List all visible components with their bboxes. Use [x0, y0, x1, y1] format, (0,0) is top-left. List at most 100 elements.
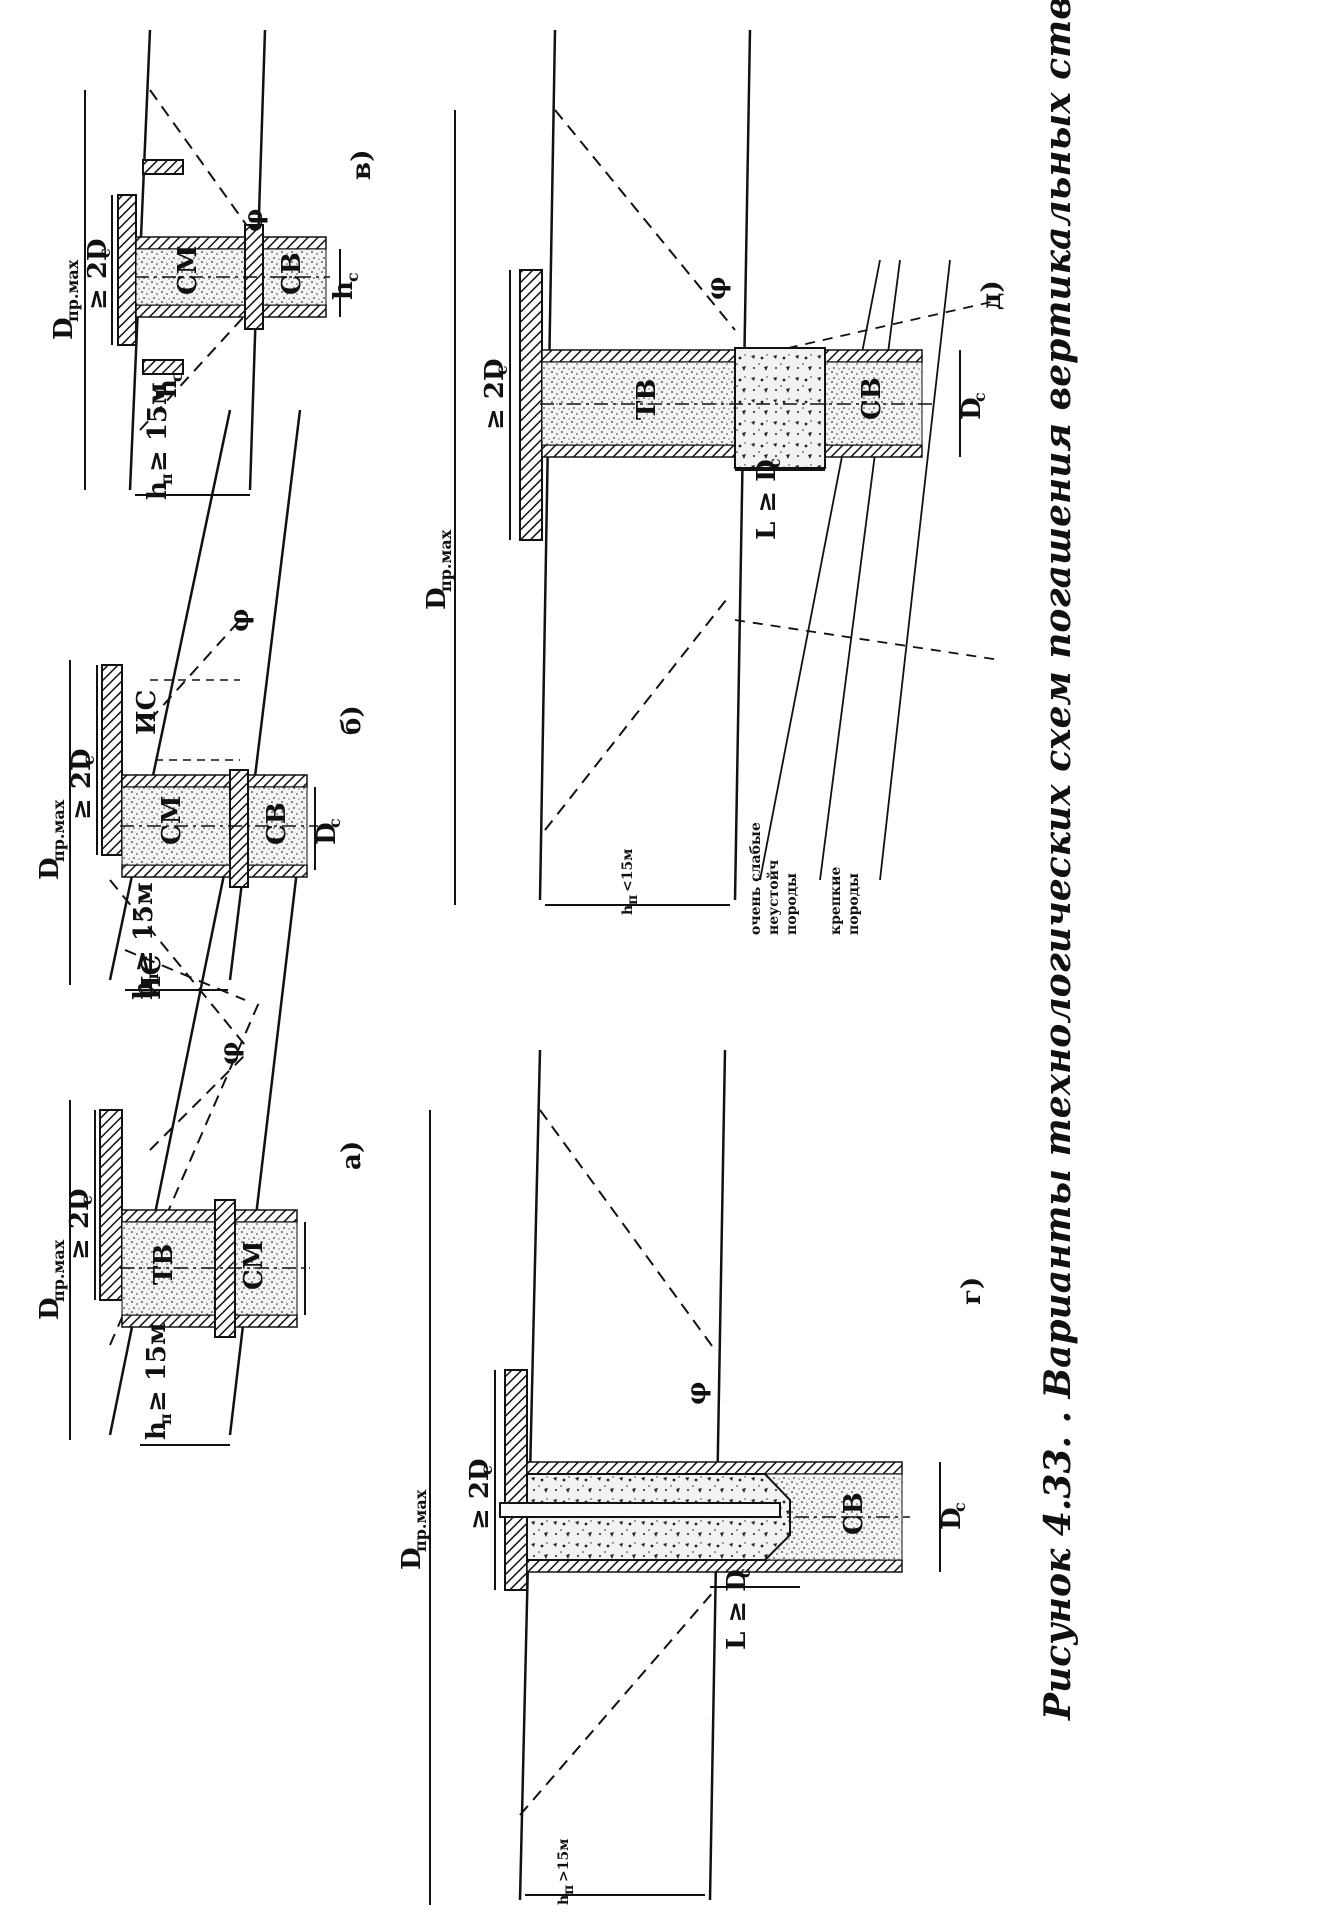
panel-d-depth-value: >15м: [556, 1839, 572, 1882]
panel-c-shaft-wall-top: [135, 236, 327, 250]
panel-a-depth-sub: п: [156, 1413, 175, 1425]
panel-d-plug-sub: с: [735, 1568, 754, 1578]
panel-e-rock-strong-1: крепкие: [828, 866, 844, 935]
panel-c-angle: φ: [239, 208, 269, 232]
panel-c-diam-label: D: [49, 317, 79, 340]
panel-b-shaft-wall-bottom: [121, 864, 308, 878]
panel-c-depth-sub: п: [157, 473, 176, 485]
panel-e-slab: [519, 269, 543, 541]
panel-c-letter: в): [347, 150, 377, 180]
panel-c-wall-sub: с: [167, 372, 186, 382]
panel-b-slab-label: ≥ 2D: [67, 749, 97, 820]
panel-e-rock-line-1: [734, 619, 1001, 661]
panel-a-depth-label: h: [142, 1421, 172, 1440]
panel-c-wall-label: h: [153, 379, 183, 398]
panel-d-dashed-slope-2: [539, 1109, 716, 1351]
panel-e-shaft-label: D: [957, 397, 987, 420]
panel-a-fill-upper: ТВ: [149, 1244, 179, 1285]
panel-b-fill-upper: СМ: [157, 796, 187, 845]
panel-c-slab: [117, 194, 137, 346]
panel-a-slab-label: ≥ 2D: [65, 1189, 95, 1260]
panel-d-diam-sub: пр.мах: [411, 1489, 430, 1552]
panel-e-dashed-slope-2: [554, 109, 736, 331]
panel-d-slab: [504, 1369, 528, 1591]
panel-c-depth-label: h: [143, 481, 173, 500]
panel-d: СВ D пр.мах ≥ 2D с h п >15м L ≥ D с φ D …: [397, 1049, 987, 1905]
panel-e-rock-line-5: [879, 259, 951, 881]
panel-e-plug-label: L ≥ D: [752, 459, 782, 540]
panel-a-upper-surface: [108, 844, 232, 1436]
panel-c: СМ СВ D пр.мах ≥ 2D с h п ≥ 15м h с φ h …: [49, 29, 377, 500]
panel-e-slab-label: ≥ 2D: [480, 359, 510, 430]
panel-e: ТВ СВ D пр.мах ≥ 2D с h п <15м L ≥ D с φ…: [422, 29, 1007, 935]
panel-b-depth-value: ≥ 15м: [129, 882, 159, 972]
panel-c-dashed-slope-2: [149, 89, 251, 231]
panel-a-slab-sub: с: [77, 1195, 96, 1205]
panel-b-shaft-label: D: [312, 822, 342, 845]
panel-d-inner-pipe: [499, 1502, 781, 1518]
panel-d-slab-label: ≥ 2D: [465, 1459, 495, 1530]
panel-b-angle: φ: [225, 608, 255, 632]
panel-a: ТВ СМ D пр.мах ≥ 2D с h п ≥ 15м φ а): [35, 844, 367, 1446]
panel-b: СМ СВ ИС ИС D пр.мах ≥ 2D с h п ≥ 15м φ …: [35, 409, 367, 1046]
panel-a-diam-sub: пр.мах: [49, 1239, 68, 1302]
panel-a-slab: [99, 1109, 123, 1301]
panel-b-shaft-sub: с: [325, 818, 344, 828]
panel-b-diam-label: D: [35, 857, 65, 880]
panel-e-concrete-block: [734, 347, 826, 469]
panel-a-angle: φ: [215, 1041, 245, 1065]
panel-b-fill-lower: СВ: [262, 802, 292, 845]
panel-e-shaft-sub: с: [970, 392, 989, 402]
panel-c-wall-left: [142, 359, 184, 375]
panel-e-fill-upper: ТВ: [632, 379, 662, 420]
panel-e-angle: φ: [702, 276, 732, 300]
panel-d-shaft-label: D: [937, 1507, 967, 1530]
panel-c-shaft-wall-bottom: [135, 304, 327, 318]
panel-a-shaft-wall-top: [121, 1209, 298, 1223]
panel-d-depth-label: h: [556, 1895, 572, 1905]
panel-e-diam-label: D: [422, 587, 452, 610]
panel-e-rock-weak-1: очень слабые: [748, 822, 764, 935]
panel-d-plug-label: L ≥ D: [722, 1569, 752, 1650]
panel-d-shaft-wall-bottom: [526, 1559, 903, 1573]
panel-c-slab-sub: с: [95, 248, 114, 258]
panel-c-dashed-slope: [139, 309, 251, 431]
panel-a-dashed-slope-2: [149, 1054, 246, 1151]
panel-b-slab: [101, 664, 123, 856]
panel-e-fill-lower: СВ: [857, 377, 887, 420]
panel-b-dashed-slope-2: [124, 949, 246, 1001]
panel-e-dashed-slope: [544, 594, 731, 831]
panel-a-depth-value: ≥ 15м: [142, 1322, 172, 1412]
panel-b-upper-surface: [108, 409, 232, 981]
panel-c-fill-upper: СМ: [173, 246, 203, 295]
panel-c-fill-lower: СВ: [277, 252, 307, 295]
panel-e-depth-value: <15м: [620, 849, 636, 892]
panel-e-depth-label: h: [620, 905, 636, 915]
panel-b-shaft-wall-top: [121, 774, 308, 788]
panel-b-depth-label: h: [129, 981, 159, 1000]
panel-a-diam-label: D: [35, 1297, 65, 1320]
panel-d-diam-label: D: [397, 1547, 427, 1570]
panel-b-dashed-slope: [109, 879, 246, 1046]
panel-e-shaft-wall-top: [541, 349, 923, 363]
caption-text: . Варианты технологических схем погашени…: [1037, 0, 1079, 1423]
panel-e-diam-sub: пр.мах: [436, 529, 455, 592]
panel-e-letter: д): [977, 280, 1007, 310]
panel-d-shaft-sub: с: [950, 1502, 969, 1512]
panel-e-depth-sub: п: [625, 895, 641, 905]
panel-d-shaft-wall-top: [526, 1461, 903, 1475]
caption-number: Рисунок 4.33.: [1037, 1436, 1079, 1721]
panel-e-slab-sub: с: [492, 365, 511, 375]
panel-c-depth-value: ≥ 15м: [143, 382, 173, 472]
panel-a-letter: а): [337, 1141, 367, 1170]
panel-b-dashed-slope-3: [149, 619, 241, 721]
panel-d-angle: φ: [682, 1381, 712, 1405]
panel-d-letter: г): [957, 1277, 987, 1305]
panel-c-slab-label: ≥ 2D: [83, 239, 113, 310]
panel-b-plug: [229, 769, 249, 888]
panel-d-dashed-slope: [519, 1589, 716, 1816]
panel-b-depth-sub: п: [143, 973, 162, 985]
panel-c-diam-sub: пр.мах: [63, 259, 82, 322]
panel-d-fill-lower: СВ: [839, 1492, 869, 1535]
